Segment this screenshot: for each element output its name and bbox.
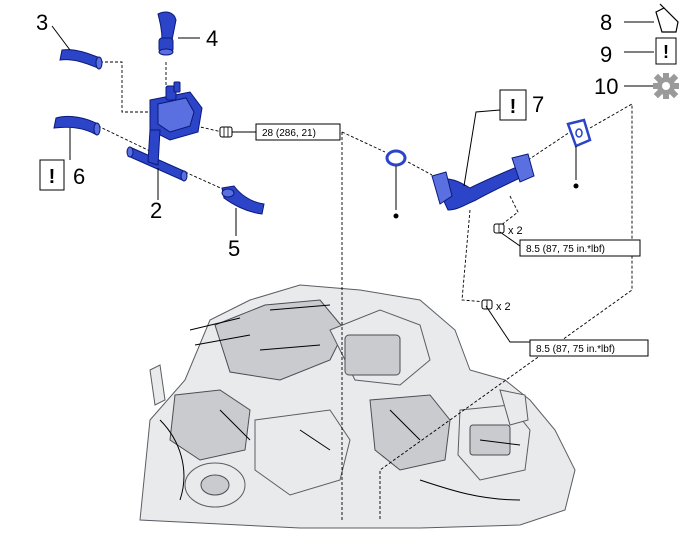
caution-icon-legend: !: [655, 37, 677, 65]
callout-8: 8: [600, 10, 612, 35]
callout-4: 4: [206, 26, 218, 51]
torque-spec-bracket-text: 28 (286, 21): [262, 128, 316, 139]
gasket-flange[interactable]: [566, 118, 592, 148]
caution-icon: !: [510, 96, 517, 118]
callout-10: 10: [594, 74, 618, 99]
callout-6: 6: [73, 164, 85, 189]
torque-spec-lower-text: 8.5 (87, 75 in.*lbf): [536, 344, 615, 355]
torque-spec-upper-text: 8.5 (87, 75 in.*lbf): [526, 244, 605, 255]
torque-spec-lower: 8.5 (87, 75 in.*lbf): [529, 339, 649, 357]
non-reusable-dot-gasket-ring: [393, 213, 399, 219]
grease-icon: [655, 3, 679, 33]
non-reusable-dot-gasket-flange: [573, 183, 579, 189]
caution-icon: !: [663, 42, 669, 62]
quantity-lower: x 2: [496, 301, 511, 313]
caution-icon: !: [49, 166, 56, 188]
pipe-2[interactable]: [126, 129, 188, 182]
callout-2: 2: [150, 198, 162, 223]
callout-9: 9: [600, 42, 612, 67]
non-reusable-marks: [393, 146, 579, 219]
callout-5: 5: [228, 236, 240, 261]
torque-spec-upper: 8.5 (87, 75 in.*lbf): [519, 239, 641, 257]
pipe-7[interactable]: [431, 153, 535, 211]
callout-leaders: [51, 21, 654, 343]
gear-icon: [653, 73, 679, 99]
hose-6[interactable]: [53, 115, 101, 136]
callout-3: 3: [36, 10, 48, 35]
caution-box-6: !: [39, 159, 65, 191]
quantity-upper: x 2: [508, 225, 523, 237]
valve-housing[interactable]: [149, 81, 203, 141]
hose-5[interactable]: [221, 185, 265, 215]
torque-spec-bracket: 28 (286, 21): [255, 123, 341, 141]
hose-3[interactable]: [59, 49, 103, 70]
bolt-bracket[interactable]: [219, 126, 233, 138]
gasket-ring[interactable]: [385, 149, 407, 167]
hose-4[interactable]: [157, 11, 177, 56]
callout-7: 7: [532, 92, 544, 117]
bolt-upper[interactable]: [493, 223, 505, 234]
engine-assembly: [139, 284, 576, 529]
caution-box-7: !: [499, 89, 527, 121]
